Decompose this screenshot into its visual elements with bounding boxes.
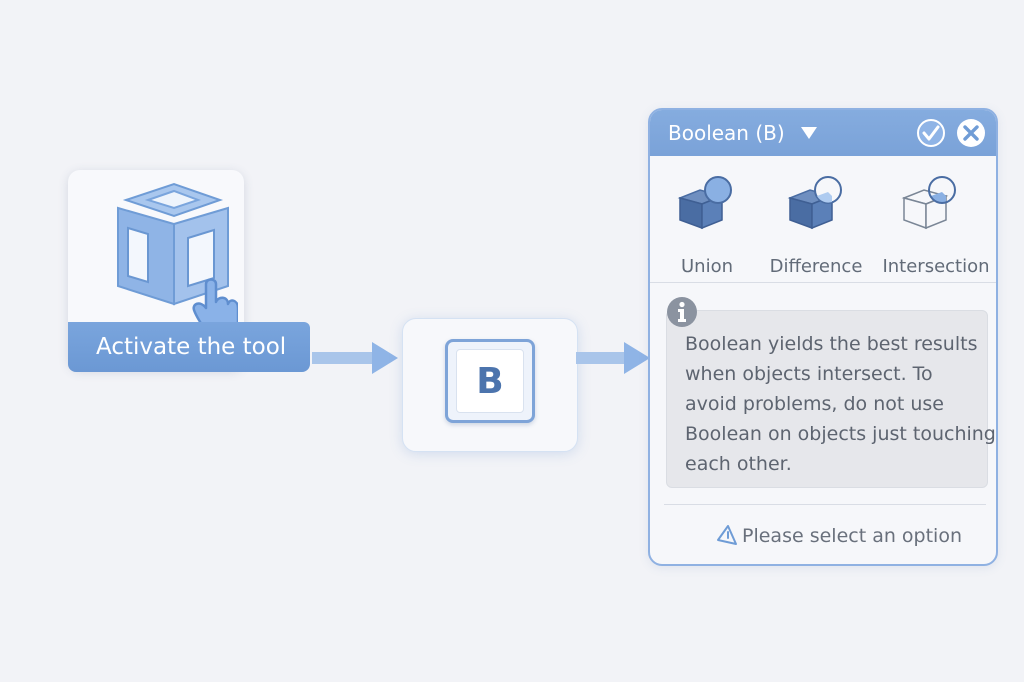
intersection-label: Intersection <box>882 256 990 277</box>
dialog-header: Boolean (B) <box>650 110 996 156</box>
hand-pointer-icon <box>192 278 238 328</box>
arrow-right-icon <box>312 342 398 374</box>
triangle-down-icon[interactable] <box>800 126 818 140</box>
info-text-line: avoid problems, do not use <box>685 393 944 415</box>
union-label: Union <box>680 256 733 277</box>
boolean-dialog: Boolean (B) Union <box>648 108 998 566</box>
activate-tool-label[interactable]: Activate the tool <box>68 322 310 372</box>
union-option[interactable]: Union <box>666 172 748 277</box>
keyboard-key[interactable]: B <box>445 339 535 423</box>
info-text-line: Boolean on objects just touching <box>685 423 996 445</box>
info-icon <box>667 297 697 327</box>
status-bar: Please select an option <box>650 518 996 554</box>
checkmark-icon[interactable] <box>916 118 946 148</box>
info-text-line: each other. <box>685 453 792 475</box>
difference-label: Difference <box>769 256 863 277</box>
intersection-option[interactable]: Intersection <box>880 172 992 277</box>
dialog-title[interactable]: Boolean (B) <box>668 121 785 145</box>
tool-card[interactable] <box>68 170 244 370</box>
divider <box>650 282 996 283</box>
boolean-operations: Union Difference Intersection <box>650 156 996 280</box>
status-text: Please select an option <box>742 525 962 547</box>
wireframe-cube-icon <box>117 182 238 328</box>
boolean-intersection-icon <box>901 176 956 230</box>
info-text-line: Boolean yields the best results <box>685 333 978 355</box>
boolean-difference-icon <box>787 176 842 230</box>
info-message: Boolean yields the best results when obj… <box>666 310 996 488</box>
close-icon[interactable] <box>956 118 986 148</box>
difference-option[interactable]: Difference <box>764 172 868 277</box>
arrow-right-icon <box>576 342 650 374</box>
warning-triangle-icon <box>717 525 737 545</box>
boolean-union-icon <box>677 176 732 230</box>
info-text-line: when objects intersect. To <box>685 363 933 385</box>
shortcut-key-label: B <box>456 349 524 413</box>
divider <box>664 504 986 505</box>
shortcut-key-card: B <box>402 318 578 452</box>
